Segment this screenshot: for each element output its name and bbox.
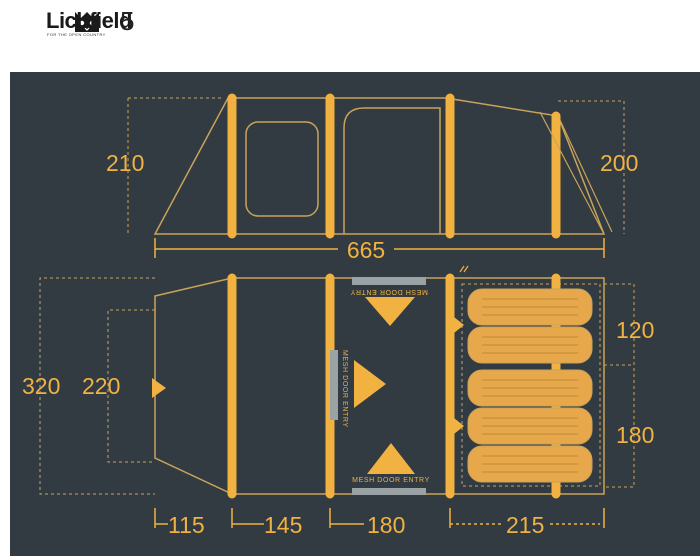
width-outer-label: 320 — [22, 373, 60, 399]
mesh-door-middle-label: MESH DOOR ENTRY — [341, 350, 348, 428]
brand-tagline: FOR THE OPEN COUNTRY — [47, 32, 106, 37]
model-number: 5 — [120, 6, 135, 36]
bedroom-bottom-label: 180 — [616, 422, 654, 448]
brand-name: Lichfield — [46, 8, 132, 33]
mesh-door-bottom-label: MESH DOOR ENTRY — [352, 477, 430, 484]
side-view: 210 200 665 — [106, 93, 638, 263]
width-inner-label: 220 — [82, 373, 120, 399]
segment-4-label: 215 — [506, 512, 544, 538]
lichfield-logo — [75, 12, 99, 32]
segment-1-label: 115 — [168, 512, 205, 538]
mesh-door-top-label: MESH DOOR ENTRY — [350, 288, 428, 295]
height-right-label: 200 — [600, 150, 638, 176]
floor-plan: MESH DOOR ENTRY MESH DOOR ENTRY MESH DOO… — [22, 265, 654, 538]
bedroom-top-label: 120 — [616, 317, 654, 343]
segment-3-label: 180 — [367, 512, 405, 538]
header: Lichfield FOR THE OPEN COUNTRY 5 — [0, 0, 700, 72]
segment-2-label: 145 — [264, 512, 302, 538]
total-length-label: 665 — [347, 237, 385, 263]
beds — [467, 288, 593, 483]
height-left-label: 210 — [106, 150, 144, 176]
